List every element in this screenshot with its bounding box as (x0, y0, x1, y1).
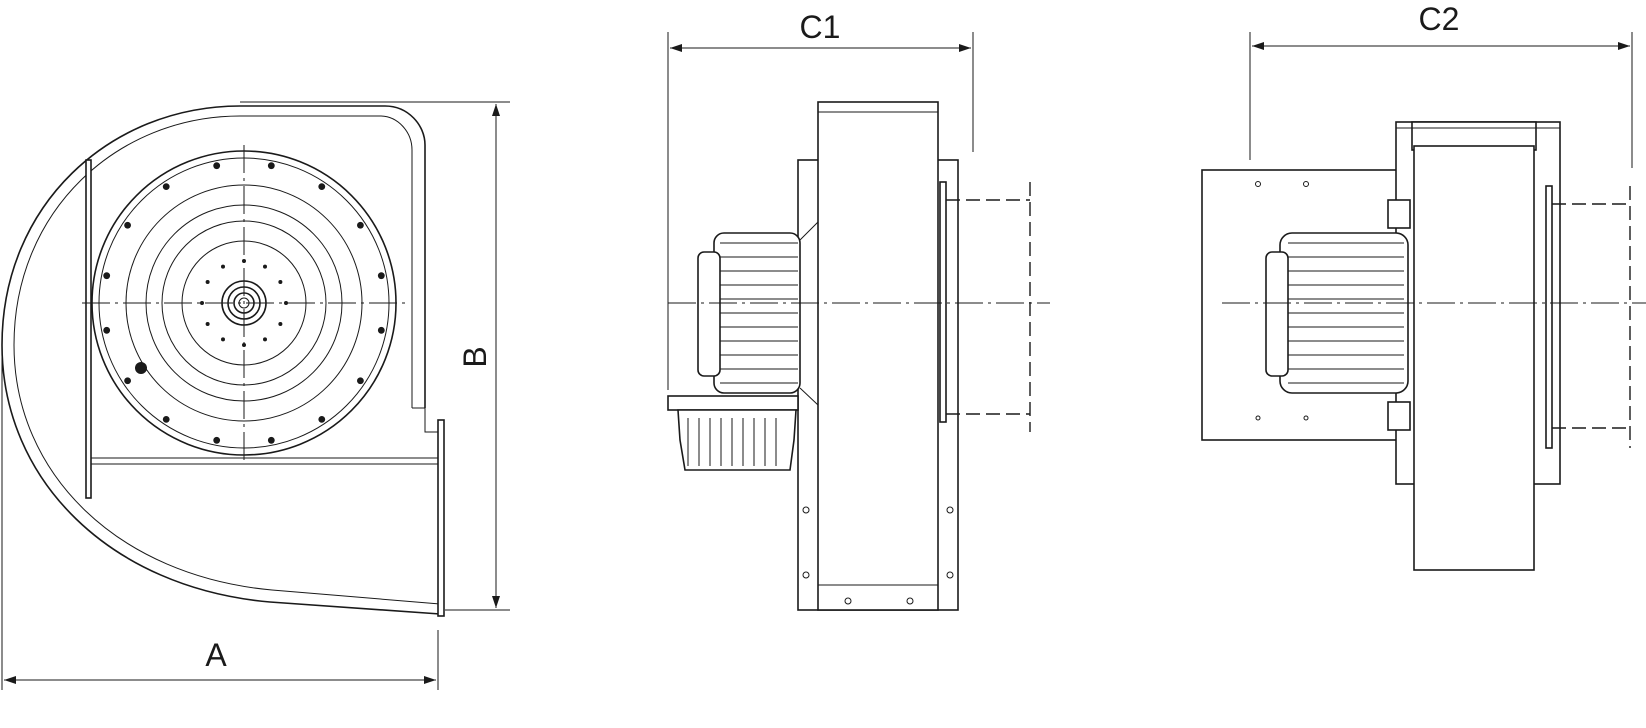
bolt-hole (377, 272, 385, 280)
bolt-circle-inner (200, 259, 288, 347)
bolt-hole (267, 162, 275, 170)
bolt-hole (357, 221, 364, 229)
bolt-hole (162, 183, 170, 190)
bolt-hole (318, 183, 326, 190)
hub-bolt (263, 337, 267, 342)
hub-bolt (205, 280, 210, 284)
motor-endcap (697, 251, 721, 377)
bolt-hole (103, 272, 111, 280)
bolt-hole (318, 416, 326, 423)
bolt-hole (377, 326, 385, 334)
bolt-hole (213, 162, 221, 170)
hub-bolt (205, 322, 210, 326)
hub-bolt (278, 322, 283, 326)
motor-endcap-2 (1265, 251, 1289, 377)
volute-outer (1, 105, 441, 615)
side-view-2 (1201, 121, 1646, 571)
hub-bolt (221, 337, 225, 342)
outlet-flange (437, 419, 445, 617)
inlet-flange (939, 181, 947, 423)
bolt-hole (357, 377, 364, 385)
terminal-box-lid (667, 395, 799, 411)
dimension-a: A (1, 350, 439, 690)
bracket-bottom (1387, 401, 1411, 431)
bolt-hole (162, 416, 170, 423)
bolt-hole (124, 377, 131, 385)
bolt-hole (267, 436, 275, 444)
hub-bolt (278, 280, 283, 284)
frame-rail (90, 457, 439, 465)
drain-hole (135, 362, 147, 374)
front-view (1, 105, 445, 617)
bolt-circle-outer (103, 162, 385, 444)
volute-inner (13, 115, 441, 605)
motor-fins-2 (1288, 242, 1404, 384)
inlet-flange-2 (1545, 185, 1553, 449)
dimension-c2-label: C2 (1419, 1, 1460, 37)
dimension-c1-label: C1 (800, 9, 841, 45)
motor-fins (720, 242, 798, 384)
hub-bolt (221, 264, 225, 269)
bracket-top (1387, 199, 1411, 229)
dimension-b-label: B (457, 346, 493, 367)
dimension-c2: C2 (1249, 1, 1633, 168)
housing-scroll (817, 101, 939, 611)
bolt-hole (124, 221, 131, 229)
side-view-1 (667, 101, 1050, 611)
frame-post (85, 159, 92, 499)
dimension-a-label: A (205, 637, 227, 673)
hub-bolt (200, 301, 204, 305)
terminal-box (677, 409, 797, 471)
bolt-hole (213, 436, 221, 444)
bolt-hole (103, 326, 111, 334)
dimension-b: B (240, 101, 510, 611)
dimension-c1: C1 (667, 9, 974, 390)
hub-bolt (284, 301, 288, 305)
housing-scroll-2 (1413, 145, 1535, 571)
hub-bolt (263, 264, 267, 269)
